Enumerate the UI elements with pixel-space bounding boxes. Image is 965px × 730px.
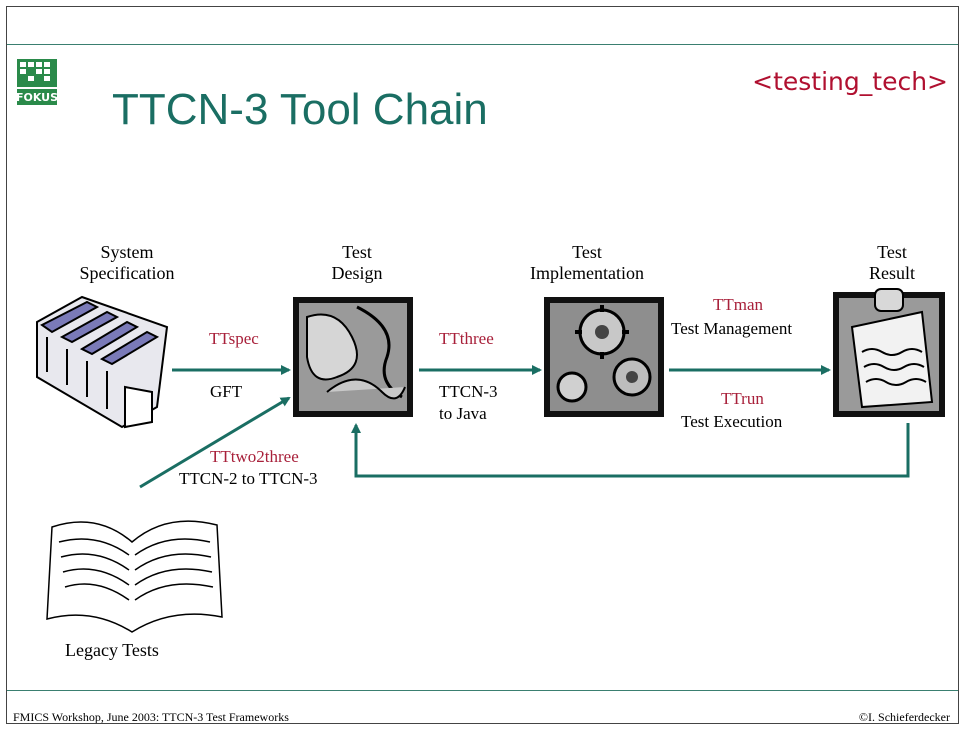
tool-tttwo2three-desc: TTCN-2 to TTCN-3 [179, 469, 318, 488]
tool-tttwo2three: TTtwo2three [210, 447, 299, 466]
books-icon [36, 295, 169, 429]
tool-ttman-desc: Test Management [671, 319, 793, 338]
brand-logo-text: <testing_tech> [752, 67, 948, 96]
tool-ttrun-desc: Test Execution [681, 412, 783, 431]
tool-ttspec-desc: GFT [210, 382, 243, 401]
fokus-logo: FOKUS [16, 59, 58, 105]
puzzle-icon [293, 297, 413, 417]
slide: FOKUS TTCN-3 Tool Chain <testing_tech> S… [6, 6, 959, 724]
clipboard-icon [833, 288, 945, 417]
tool-chain-diagram [36, 288, 945, 633]
arrow-legacy-to-design [139, 396, 291, 489]
footer-rule [7, 690, 958, 691]
header-rule [7, 44, 958, 45]
footer-right: ©I. Schieferdecker [858, 710, 950, 724]
gears-icon [544, 297, 664, 417]
arrow-result-feedback [351, 423, 910, 478]
tool-ttspec: TTspec [209, 329, 259, 348]
stage-legacy-label: Legacy Tests [65, 640, 159, 660]
tool-ttthree: TTthree [439, 329, 494, 348]
flow-arrows [139, 365, 910, 489]
tool-ttman: TTman [713, 295, 764, 314]
footer-left: FMICS Workshop, June 2003: TTCN-3 Test F… [13, 710, 289, 724]
page-title: TTCN-3 Tool Chain [112, 85, 488, 134]
svg-text:FOKUS: FOKUS [16, 91, 58, 104]
open-book-icon [46, 520, 223, 633]
tool-ttrun: TTrun [721, 389, 764, 408]
